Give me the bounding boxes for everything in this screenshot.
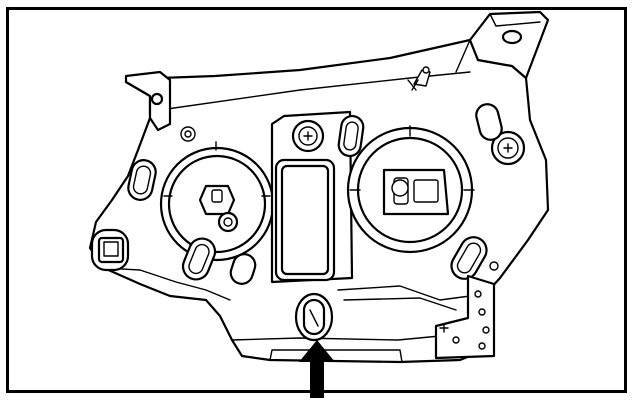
center-housing-block	[270, 110, 365, 284]
mounting-hole	[501, 29, 523, 45]
bolt-icon	[478, 342, 486, 350]
right-adjusters	[450, 103, 526, 280]
wire-clip	[407, 66, 431, 91]
bottom-right-bracket	[434, 274, 496, 360]
up-arrow-icon	[299, 340, 335, 398]
right-lamp-socket	[346, 125, 475, 254]
mounting-bracket-right	[455, 10, 550, 80]
vertical-aim-adjuster	[294, 292, 334, 342]
electrical-connector	[90, 228, 130, 272]
left-adjuster-slots	[127, 159, 257, 285]
bolt-icon	[478, 308, 486, 316]
bolt-icon	[452, 336, 460, 344]
mounting-tab-left	[124, 70, 196, 142]
mounting-hole	[150, 92, 164, 106]
bolt-icon	[482, 326, 490, 334]
bolt-icon	[489, 261, 499, 271]
bolt-icon	[474, 290, 482, 298]
access-cover	[274, 158, 336, 282]
